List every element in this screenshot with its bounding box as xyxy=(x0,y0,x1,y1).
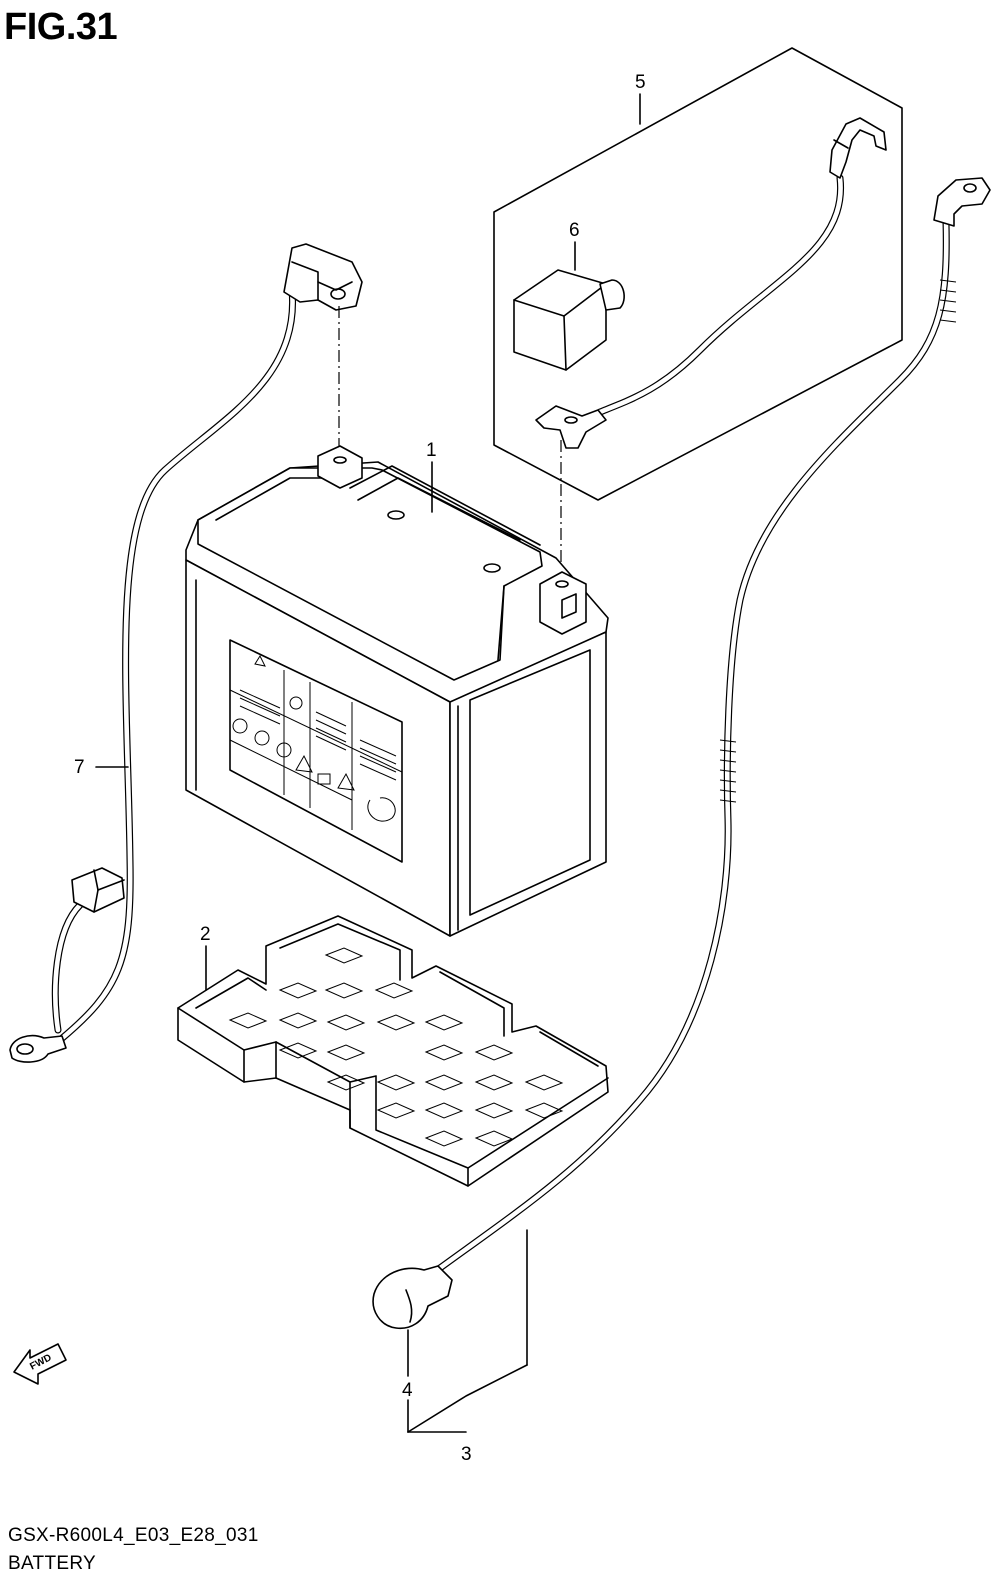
figure-title: FIG.31 xyxy=(4,6,118,48)
battery-tray xyxy=(177,915,609,1187)
battery-body xyxy=(185,445,609,937)
tray-slots xyxy=(228,947,564,1147)
figure-code: GSX-R600L4_E03_E28_031 xyxy=(8,1525,259,1546)
callout-7: 7 xyxy=(74,757,85,778)
callout-2: 2 xyxy=(200,924,211,945)
fwd-arrow-icon: FWD xyxy=(13,1343,67,1385)
callout-5: 5 xyxy=(635,72,646,93)
callout-6: 6 xyxy=(569,220,580,241)
terminal-cover-6 xyxy=(513,269,625,371)
callout-3: 3 xyxy=(461,1444,472,1465)
part-5-group-outline xyxy=(493,47,903,501)
callout-1: 1 xyxy=(426,440,437,461)
callout-4: 4 xyxy=(402,1380,413,1401)
figure-name: BATTERY xyxy=(8,1553,96,1574)
cable-5 xyxy=(535,117,887,449)
cable-3 xyxy=(372,177,991,1330)
leader-lines xyxy=(95,93,641,1433)
cable-7 xyxy=(9,243,363,1063)
